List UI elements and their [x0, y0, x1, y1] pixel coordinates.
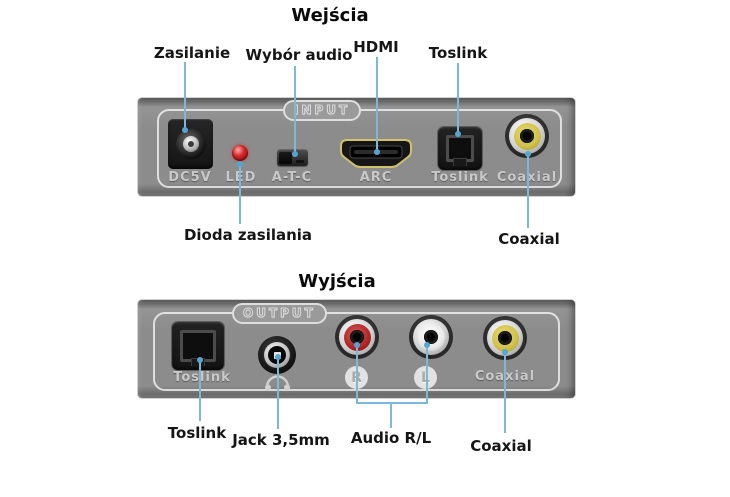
leader-line-power-led [239, 163, 241, 224]
callout-toslink-output: Toslink [167, 424, 227, 442]
coaxial-output-port [483, 316, 527, 360]
switch-pin [296, 160, 304, 163]
leader-line-jack [277, 357, 279, 429]
toslink-frame [446, 135, 474, 162]
callout-toslink-input: Toslink [428, 44, 488, 62]
leader-bracket-rl [356, 402, 428, 404]
leader-dot-rca-right [354, 342, 360, 348]
leader-line-power [184, 62, 186, 130]
rca-yellow-ring [513, 122, 541, 150]
audio-select-switch [277, 149, 308, 166]
input-panel: INPUT [138, 98, 575, 196]
leader-dot-coaxial-input [525, 151, 531, 157]
port-label-toslink-output: Toslink [173, 370, 231, 385]
leader-dot-toslink-output [197, 357, 203, 363]
rca-ring [509, 118, 545, 154]
leader-line-coaxial-output [504, 352, 506, 433]
callout-hdmi: HDMI [353, 38, 399, 56]
rca-hole [498, 331, 512, 345]
leader-line-toslink-input [457, 63, 459, 134]
callout-audio-select: Wybór audio [245, 46, 353, 64]
rca-yellow-ring [491, 324, 519, 352]
rca-hole [350, 330, 364, 344]
coaxial-input-port [505, 114, 549, 158]
callout-power-led: Dioda zasilania [183, 226, 313, 244]
switch-knob [279, 151, 292, 164]
leader-line-audio-select [294, 66, 296, 154]
port-label-coaxial-input: Coaxial [497, 170, 557, 185]
port-label-led: LED [225, 170, 257, 185]
port-label-atc: A-T-C [271, 170, 313, 185]
rca-ring [487, 320, 523, 356]
power-led [232, 145, 248, 161]
rca-right-port [335, 315, 379, 359]
toslink-notch [453, 158, 467, 166]
rca-ring [413, 319, 449, 355]
output-badge: OUTPUT [232, 303, 327, 324]
leader-stem-rl [390, 403, 392, 428]
leader-dot-jack [275, 354, 281, 360]
callout-power: Zasilanie [153, 44, 231, 62]
port-label-arc: ARC [359, 170, 393, 185]
dc-power-jack [168, 119, 213, 169]
rca-red-ring [343, 323, 371, 351]
rca-ring [339, 319, 375, 355]
leader-dot-rca-left [424, 342, 430, 348]
port-label-toslink-input: Toslink [431, 170, 489, 185]
leader-dot-power [182, 127, 188, 133]
leader-line-toslink-output [199, 360, 201, 421]
leader-line-rca-right [356, 345, 358, 403]
input-section-title: Wejścia [291, 5, 369, 26]
callout-jack-35mm: Jack 3,5mm [232, 431, 330, 449]
callout-audio-rl: Audio R/L [350, 429, 432, 447]
leader-dot-coaxial-output [502, 349, 508, 355]
leader-line-rca-left [426, 345, 428, 403]
output-section-title: Wyjścia [298, 271, 376, 292]
dc-jack-pin [187, 141, 194, 147]
rca-left-port [409, 315, 453, 359]
port-label-dc5v: DC5V [168, 170, 212, 185]
badge-l: L [414, 366, 437, 389]
leader-line-coaxial-input [527, 153, 529, 228]
input-badge: INPUT [283, 100, 362, 121]
leader-dot-hdmi [374, 149, 380, 155]
leader-dot-toslink-input [455, 131, 461, 137]
leader-dot-power-led [237, 161, 243, 167]
leader-line-hdmi [376, 57, 378, 152]
callout-coaxial-output: Coaxial [470, 437, 532, 455]
dc-jack-barrel [182, 136, 199, 152]
dc-jack-ring [175, 129, 206, 159]
rca-hole [520, 129, 534, 143]
rca-white-ring [417, 323, 445, 351]
leader-dot-audio-select [292, 151, 298, 157]
rca-hole [424, 330, 438, 344]
callout-coaxial-input: Coaxial [498, 230, 560, 248]
